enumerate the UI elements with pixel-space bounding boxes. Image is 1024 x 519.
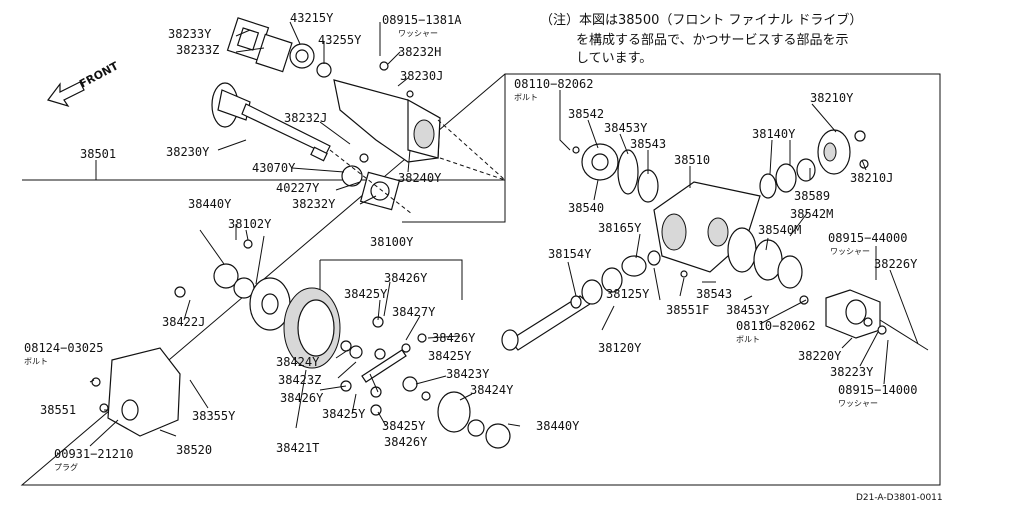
part-label-38453Y-lower: 38453Y [726, 303, 770, 317]
part-sublabel-bolt-3: ボルト [24, 357, 48, 366]
part-label-38233Z: 38233Z [176, 43, 219, 57]
side-flange-38210Y-part [817, 129, 869, 175]
differential-case-part [249, 277, 291, 331]
diagram-code: D21-A-D3801-0011 [856, 493, 943, 503]
part-label-38540M: 38540M [758, 223, 801, 237]
part-label-38425Y-b: 38425Y [428, 349, 472, 363]
o-ring-38543-part [637, 169, 659, 203]
assembly-dash-lines-upper [329, 119, 506, 215]
part-label-38210J: 38210J [850, 171, 893, 185]
part-label-38440Y-lower: 38440Y [536, 419, 580, 433]
part-label-40227Y: 40227Y [276, 181, 320, 195]
part-label-38540: 38540 [568, 201, 604, 215]
front-label: FRONT [77, 59, 121, 90]
note-line-3: しています。 [576, 51, 652, 66]
bracket-38100Y [320, 259, 463, 300]
part-label-38232Y: 38232Y [292, 197, 336, 211]
part-label-38427Y: 38427Y [392, 305, 436, 319]
part-label-08915-44000: 08915−44000 [828, 231, 907, 245]
part-label-38223Y: 38223Y [830, 365, 874, 379]
part-label-38426Y-c: 38426Y [280, 391, 324, 405]
part-label-43070Y: 43070Y [252, 161, 296, 175]
part-label-38501: 38501 [80, 147, 116, 161]
side-retainer-38540M-part [727, 227, 809, 305]
part-label-38210Y: 38210Y [810, 91, 854, 105]
oil-seal-38542-part [572, 143, 619, 181]
part-label-38230Y: 38230Y [166, 145, 210, 159]
part-label-38520: 38520 [176, 443, 212, 457]
bearing-38440Y-lower-part [437, 391, 511, 449]
part-label-38426Y-d: 38426Y [384, 435, 428, 449]
part-label-38154Y: 38154Y [548, 247, 592, 261]
part-label-38425Y-a: 38425Y [344, 287, 388, 301]
rear-cover-38520-part [91, 286, 186, 437]
part-label-08110-82062-upper: 08110−82062 [514, 77, 593, 91]
drive-flange-38220Y-part [825, 289, 929, 351]
part-label-38220Y: 38220Y [798, 349, 842, 363]
part-label-43255Y: 43255Y [318, 33, 362, 47]
part-label-38542: 38542 [568, 107, 604, 121]
part-label-38453Y-upper: 38453Y [604, 121, 648, 135]
part-label-38426Y-a: 38426Y [384, 271, 428, 285]
part-label-38165Y: 38165Y [598, 221, 642, 235]
part-label-38510: 38510 [674, 153, 710, 167]
part-label-38551F: 38551F [666, 303, 709, 317]
part-label-38125Y: 38125Y [606, 287, 650, 301]
part-sublabel-bolt-2: ボルト [736, 335, 760, 344]
part-label-38102Y: 38102Y [228, 217, 272, 231]
part-label-38440Y-upper: 38440Y [188, 197, 232, 211]
part-label-38240Y: 38240Y [398, 171, 442, 185]
part-label-38232J: 38232J [284, 111, 327, 125]
gasket-38233-part [226, 17, 293, 73]
part-label-08915-1381A: 08915−1381A [382, 13, 462, 27]
part-label-08124-03025: 08124−03025 [24, 341, 103, 355]
part-label-08110-82062-lower: 08110−82062 [736, 319, 815, 333]
part-label-38422J: 38422J [162, 315, 205, 329]
part-label-38551: 38551 [40, 403, 76, 417]
part-label-38424Y-a: 38424Y [276, 355, 320, 369]
part-label-38424Y-b: 38424Y [470, 383, 514, 397]
part-label-08915-14000: 08915−14000 [838, 383, 917, 397]
part-label-38543-upper: 38543 [630, 137, 666, 151]
part-label-38355Y: 38355Y [192, 409, 236, 423]
part-label-38140Y: 38140Y [752, 127, 796, 141]
part-label-38543-lower: 38543 [696, 287, 732, 301]
part-label-38425Y-c: 38425Y [322, 407, 366, 421]
part-label-38425Y-d: 38425Y [382, 419, 426, 433]
part-label-38423Y: 38423Y [446, 367, 490, 381]
part-label-43215Y: 43215Y [290, 11, 334, 25]
drive-pinion-38120Y-part [501, 250, 688, 351]
part-sublabel-bolt-1: ボルト [514, 93, 538, 102]
part-sublabel-washer-1: ワッシャー [398, 29, 438, 38]
part-label-38423Z: 38423Z [278, 373, 321, 387]
upper-right-frame [402, 74, 506, 223]
note-line-2: を構成する部品で、かつサービスする部品を示 [576, 33, 848, 48]
extension-tube-part [333, 61, 441, 163]
part-sublabel-washer-2: ワッシャー [830, 247, 870, 256]
front-arrow-icon [47, 81, 85, 108]
part-label-38426Y-b: 38426Y [432, 331, 476, 345]
part-label-00931-21210: 00931−21210 [54, 447, 133, 461]
ring-gear-38421T-part [283, 287, 341, 369]
part-sublabel-plug: プラグ [54, 462, 78, 472]
part-label-38226Y: 38226Y [874, 257, 918, 271]
part-label-38100Y: 38100Y [370, 235, 414, 249]
part-sublabel-washer-3: ワッシャー [838, 399, 878, 408]
part-label-38232H: 38232H [398, 45, 441, 59]
part-label-38542M: 38542M [790, 207, 833, 221]
bearing-38440Y-upper-part [213, 239, 255, 299]
part-label-38230J: 38230J [400, 69, 443, 83]
part-label-38421T: 38421T [276, 441, 319, 455]
note-line-1: （注）本図は38500（フロント ファイナル ドライブ） [540, 12, 862, 28]
part-label-38120Y: 38120Y [598, 341, 642, 355]
gasket-38453Y-part [617, 149, 639, 195]
seal-43215-part [289, 43, 332, 78]
axle-shaft-part [211, 82, 331, 162]
part-label-38233Y: 38233Y [168, 27, 212, 41]
part-label-38589: 38589 [794, 189, 830, 203]
